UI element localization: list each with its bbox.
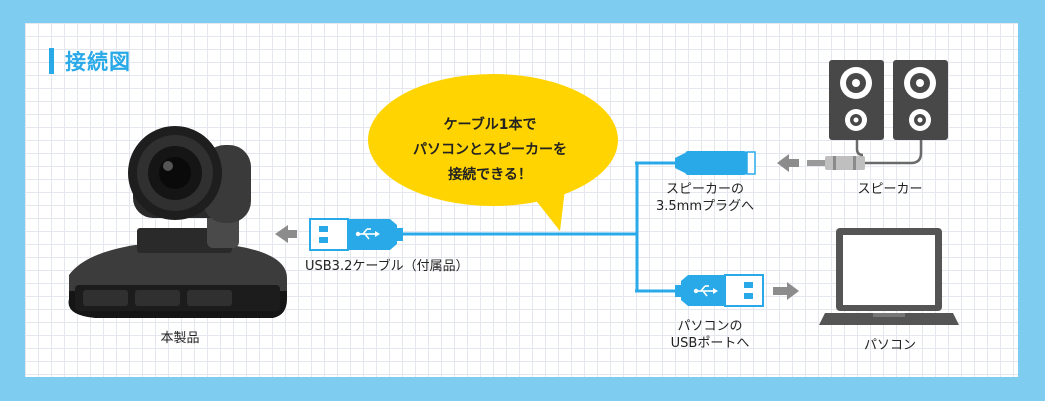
speaker-plug-label-line-1: スピーカーの <box>665 182 744 197</box>
camera-product-image <box>68 126 287 318</box>
pc-port-label-line-1: パソコンの <box>677 319 743 334</box>
speaker-plug-label: スピーカーの 3.5mmプラグへ <box>650 181 760 215</box>
laptop-image <box>819 228 959 325</box>
connection-diagram <box>68 60 959 325</box>
audio-jack-plug <box>675 151 756 175</box>
bubble-line-2: パソコンとスピーカーを <box>413 142 567 158</box>
pc-port-label: パソコンの USBポートへ <box>660 318 760 352</box>
speaker-plug-label-line-2: 3.5mmプラグへ <box>655 199 754 214</box>
speaker-label: スピーカー <box>857 182 923 197</box>
section-title: 接続図 <box>49 47 131 75</box>
usb-cable-lines <box>403 161 676 293</box>
diagram-panel: 接続図 <box>25 23 1018 377</box>
product-label: 本製品 <box>160 331 200 346</box>
usb-a-plug-right <box>675 274 764 307</box>
speakers-image <box>829 60 948 140</box>
bubble-line-1: ケーブル1本で <box>443 117 537 133</box>
cable-label: USB3.2ケーブル（付属品） <box>305 259 469 274</box>
pc-label: パソコン <box>863 338 916 353</box>
arrow-from-speaker <box>777 154 799 172</box>
arrow-to-pc <box>773 282 799 300</box>
title-text: 接続図 <box>65 50 131 74</box>
speech-bubble <box>368 74 618 231</box>
pc-port-label-line-2: USBポートへ <box>670 336 750 351</box>
speech-bubble-text: ケーブル1本で パソコンとスピーカーを 接続できる！ <box>390 113 590 188</box>
bubble-line-3: 接続できる！ <box>448 167 532 183</box>
title-accent-bar <box>49 48 54 74</box>
arrow-to-camera <box>275 225 297 243</box>
speaker-cable <box>807 138 923 170</box>
usb-a-plug-left <box>309 218 403 251</box>
